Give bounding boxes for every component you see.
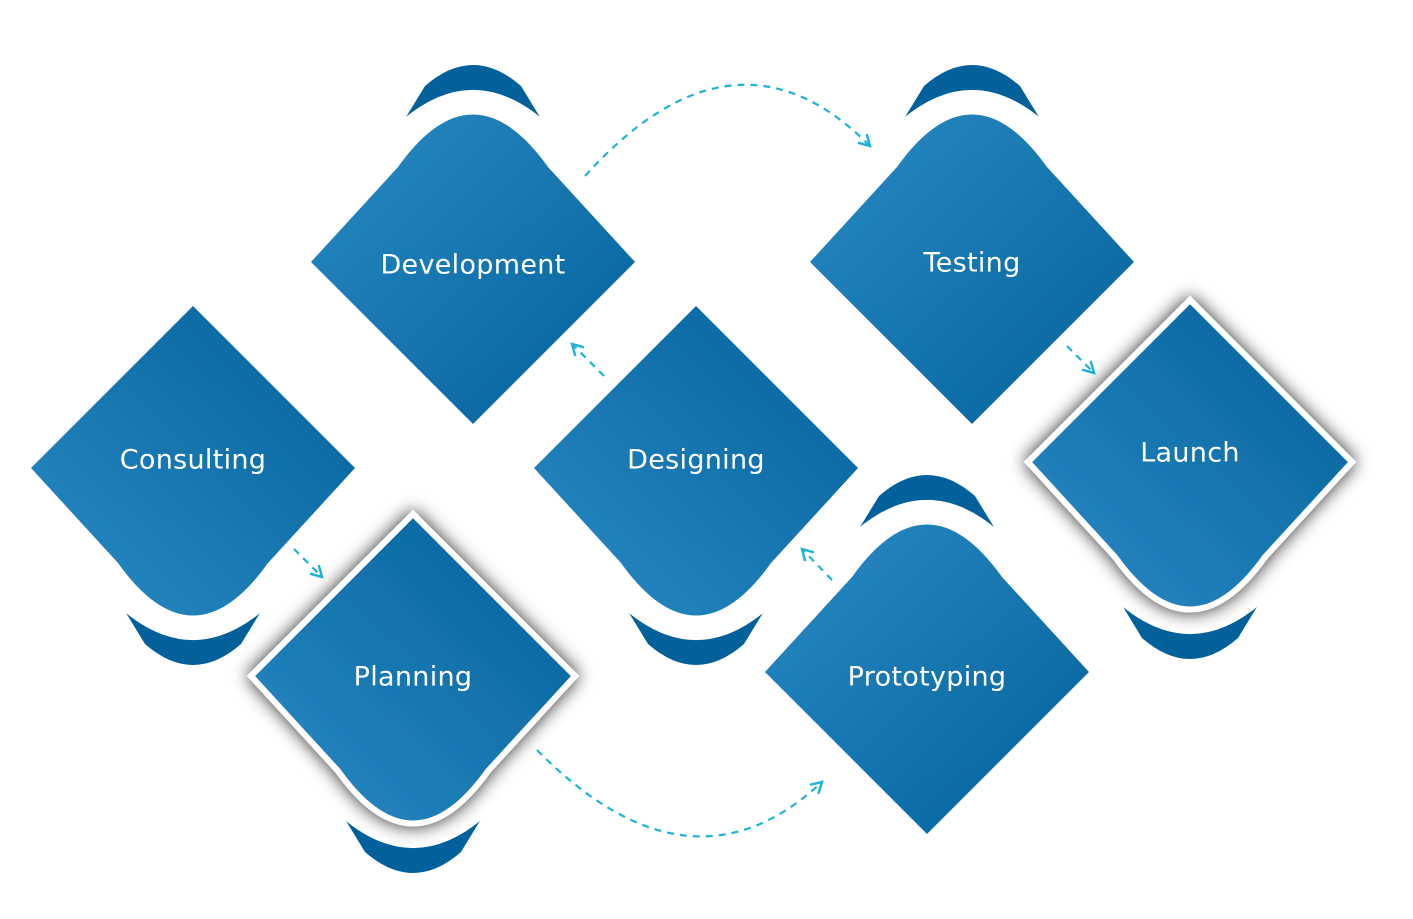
step-shape: [534, 306, 858, 616]
step-cap: [626, 608, 766, 665]
step-divider: [624, 606, 768, 640]
step-prototyping: [765, 475, 1089, 834]
step-shape: [810, 114, 1134, 424]
step-launch: [1023, 295, 1357, 659]
step-planning: [246, 509, 580, 873]
arrow-planning-to-prototyping: [536, 749, 824, 838]
step-divider: [401, 90, 545, 124]
step-divider: [1118, 600, 1262, 634]
step-cap: [857, 475, 997, 532]
step-divider: [121, 606, 265, 640]
step-development: [311, 65, 635, 424]
step-shape: [1023, 295, 1357, 613]
step-cap: [343, 816, 483, 873]
step-shape: [311, 114, 635, 424]
step-shape: [765, 524, 1089, 834]
arrow-designing-to-development: [570, 342, 605, 377]
step-consulting: [31, 306, 355, 665]
step-testing: [810, 65, 1134, 424]
step-cap: [403, 65, 543, 122]
step-divider: [900, 90, 1044, 124]
arrow-development-to-testing: [584, 83, 872, 177]
arrow-testing-to-launch: [1066, 345, 1096, 375]
step-designing: [534, 306, 858, 665]
arrow-consulting-to-planning: [293, 548, 324, 579]
step-divider: [855, 500, 999, 534]
step-cap: [123, 608, 263, 665]
step-cap: [902, 65, 1042, 122]
step-divider: [341, 814, 485, 848]
step-shape: [246, 509, 580, 827]
arrow-prototyping-to-designing: [800, 547, 833, 581]
step-cap: [1120, 602, 1260, 659]
step-shape: [31, 306, 355, 616]
